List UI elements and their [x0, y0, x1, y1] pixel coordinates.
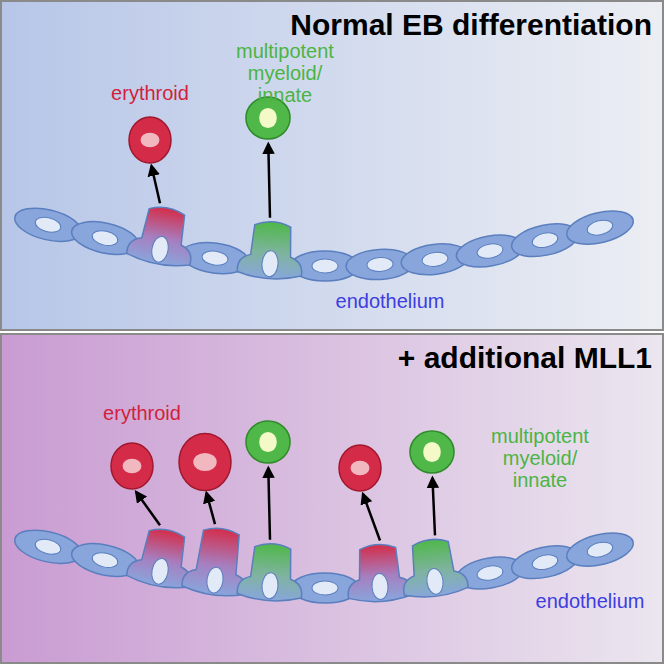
nucleus — [312, 581, 338, 595]
nucleus — [367, 257, 394, 273]
nucleus — [150, 557, 170, 585]
cell-body — [237, 542, 305, 604]
nucleus — [91, 228, 119, 247]
nucleus — [261, 250, 279, 277]
nucleus — [425, 567, 444, 595]
cell-body — [126, 202, 200, 270]
myeloid-cell — [246, 421, 290, 463]
nucleus — [371, 573, 389, 600]
nucleus — [150, 235, 170, 263]
myeloid-cell — [410, 431, 454, 473]
nucleus — [91, 550, 119, 569]
arrow — [363, 494, 380, 540]
nucleus — [423, 442, 441, 462]
panel-band: + additional MLL1 — [0, 333, 664, 664]
nucleus — [193, 453, 216, 471]
nucleus — [476, 242, 504, 260]
endothelial-cell — [563, 527, 636, 572]
cell-body — [345, 543, 413, 604]
nucleus — [421, 251, 449, 268]
panel-title: + additional MLL1 — [398, 341, 652, 375]
nucleus — [34, 215, 63, 235]
cell-label: multipotent myeloid/ innate — [225, 40, 345, 106]
arrow — [268, 468, 270, 540]
cell-label: erythroid — [90, 82, 210, 104]
panel-ground — [0, 0, 664, 330]
endothelial-cell — [563, 205, 636, 250]
nucleus — [261, 572, 279, 599]
budding-cell — [237, 220, 305, 282]
nucleus — [312, 259, 338, 273]
arrow — [432, 478, 435, 535]
nucleus — [201, 249, 229, 266]
nucleus — [123, 459, 142, 474]
nucleus — [586, 218, 615, 238]
nucleus — [205, 566, 224, 594]
cell-body — [563, 205, 636, 250]
nucleus — [351, 461, 370, 476]
nucleus — [259, 108, 277, 128]
panel-ground — [0, 333, 664, 664]
endothelial-cell — [11, 202, 84, 247]
nucleus — [531, 553, 559, 572]
erythroid-cell — [129, 117, 171, 163]
nucleus — [476, 564, 504, 582]
nucleus — [141, 133, 160, 148]
arrow — [136, 492, 160, 525]
cell-body — [563, 527, 636, 572]
cell-label: endothelium — [520, 590, 660, 612]
nucleus — [34, 537, 63, 557]
endothelial-cell — [11, 524, 84, 569]
arrow — [152, 166, 161, 203]
cell-body — [11, 202, 84, 247]
nucleus — [259, 432, 277, 452]
panel-title: Normal EB differentiation — [290, 8, 652, 42]
arrow — [207, 493, 216, 524]
budding-cell — [126, 202, 200, 270]
nucleus — [586, 540, 615, 560]
nucleus — [531, 231, 559, 250]
erythroid-cell — [179, 433, 231, 490]
cell-label: multipotent myeloid/ innate — [475, 425, 605, 491]
erythroid-cell — [111, 443, 153, 489]
cell-label: erythroid — [82, 402, 202, 424]
cell-body — [237, 220, 305, 282]
budding-cell — [398, 536, 469, 600]
cell-body — [398, 536, 469, 600]
budding-cell — [345, 543, 413, 604]
erythroid-cell — [339, 445, 381, 491]
cell-label: endothelium — [320, 290, 460, 312]
budding-cell — [237, 542, 305, 604]
cell-body — [11, 524, 84, 569]
arrow — [268, 144, 270, 218]
